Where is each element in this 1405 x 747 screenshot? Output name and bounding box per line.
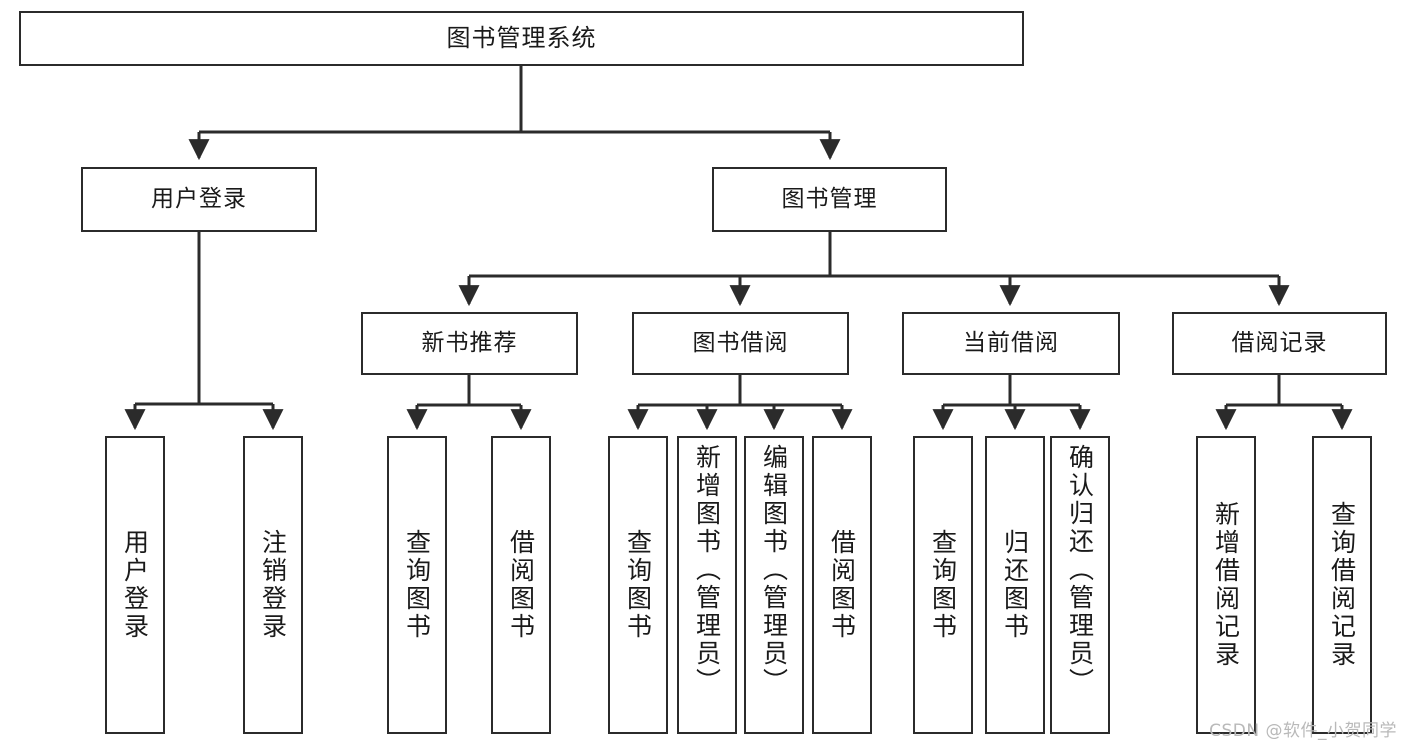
node-label: 查询借阅记录 <box>1327 501 1357 669</box>
node-label: 确认归还（管理员） <box>1065 444 1095 696</box>
node-label: 归还图书 <box>1000 529 1030 641</box>
node-label: 借阅图书 <box>827 529 857 641</box>
leaf-book-borrow-query[interactable]: 查询图书 <box>608 436 668 734</box>
node-label: 编辑图书（管理员） <box>759 444 789 696</box>
node-label: 查询图书 <box>402 529 432 641</box>
node-label: 借阅图书 <box>506 529 536 641</box>
leaf-user-login-login[interactable]: 用户登录 <box>105 436 165 734</box>
leaf-new-book-query[interactable]: 查询图书 <box>387 436 447 734</box>
node-book-management[interactable]: 图书管理 <box>712 167 947 232</box>
node-user-login[interactable]: 用户登录 <box>81 167 317 232</box>
node-current-borrow[interactable]: 当前借阅 <box>902 312 1120 375</box>
leaf-current-borrow-query[interactable]: 查询图书 <box>913 436 973 734</box>
node-label: 当前借阅 <box>963 329 1059 356</box>
leaf-new-book-borrow[interactable]: 借阅图书 <box>491 436 551 734</box>
node-book-borrow[interactable]: 图书借阅 <box>632 312 849 375</box>
node-label: 新增借阅记录 <box>1211 501 1241 669</box>
node-label: 查询图书 <box>623 529 653 641</box>
node-new-book-recommend[interactable]: 新书推荐 <box>361 312 578 375</box>
node-label: 图书管理 <box>781 185 878 212</box>
node-label: 新书推荐 <box>421 329 518 356</box>
node-label: 注销登录 <box>258 529 288 641</box>
node-root-system[interactable]: 图书管理系统 <box>19 11 1024 66</box>
node-label: 用户登录 <box>120 529 150 641</box>
leaf-user-login-logout[interactable]: 注销登录 <box>243 436 303 734</box>
leaf-current-borrow-return[interactable]: 归还图书 <box>985 436 1045 734</box>
leaf-book-borrow-add[interactable]: 新增图书（管理员） <box>677 436 737 734</box>
watermark-text: CSDN @软件_小贺同学 <box>1209 721 1397 741</box>
leaf-current-borrow-confirm-return[interactable]: 确认归还（管理员） <box>1050 436 1110 734</box>
node-label: 图书管理系统 <box>446 24 597 53</box>
leaf-borrow-record-add[interactable]: 新增借阅记录 <box>1196 436 1256 734</box>
leaf-book-borrow-edit[interactable]: 编辑图书（管理员） <box>744 436 804 734</box>
node-label: 新增图书（管理员） <box>692 444 722 696</box>
node-label: 借阅记录 <box>1231 329 1328 356</box>
node-label: 用户登录 <box>151 185 247 212</box>
node-label: 查询图书 <box>928 529 958 641</box>
node-borrow-record[interactable]: 借阅记录 <box>1172 312 1387 375</box>
leaf-book-borrow-borrow[interactable]: 借阅图书 <box>812 436 872 734</box>
leaf-borrow-record-query[interactable]: 查询借阅记录 <box>1312 436 1372 734</box>
node-label: 图书借阅 <box>692 329 789 356</box>
